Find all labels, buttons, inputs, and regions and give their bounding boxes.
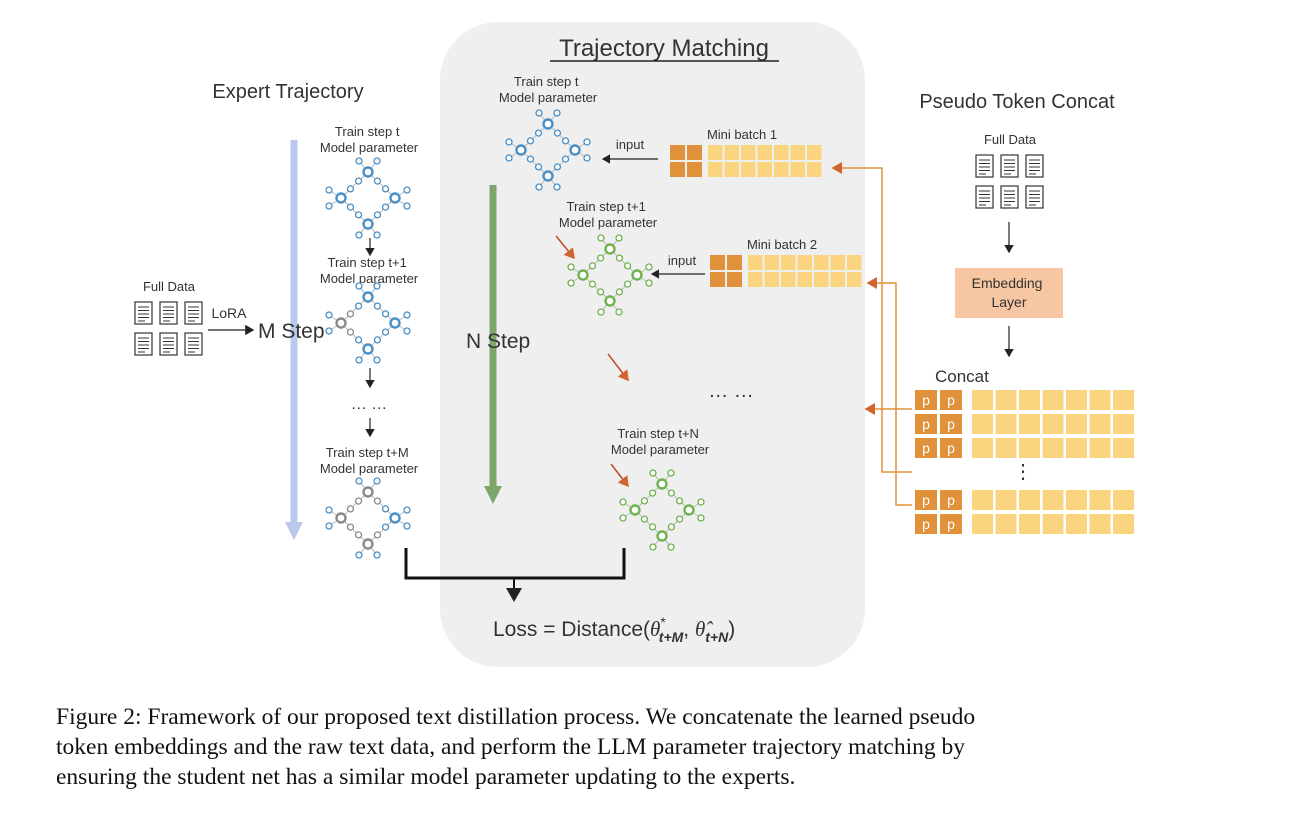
expert-network-t-icon (325, 157, 411, 239)
loss-formula: Loss = Distance(θ*t+M, θ̂t+N) (493, 614, 735, 645)
mini-batch-2-label: Mini batch 2 (747, 237, 817, 252)
expert-network-t1-icon (325, 282, 411, 364)
expert-full-data-docs (134, 301, 203, 356)
panel-title: Trajectory Matching (559, 35, 769, 62)
red-arrow-3 (610, 463, 629, 488)
student-network-t-icon (505, 109, 591, 191)
mini-batch-1-label: Mini batch 1 (707, 127, 777, 142)
svg-text:p: p (922, 440, 930, 456)
svg-text:p: p (947, 392, 955, 408)
caption-line-2: token embeddings and the raw text data, … (56, 734, 965, 760)
expert-network-tm-icon (325, 477, 411, 559)
embedding-layer-label: Embedding Layer (972, 275, 1047, 310)
framework-diagram: Trajectory Matching Expert Trajectory Fu… (134, 22, 1134, 667)
svg-text:p: p (922, 392, 930, 408)
pseudo-full-data-label: Full Data (984, 132, 1037, 147)
pseudo-token-concat-heading: Pseudo Token Concat (919, 91, 1115, 113)
m-step-label: M Step (258, 320, 325, 343)
mini-batch-1-tokens (670, 145, 822, 177)
expert-ellipsis: … … (351, 396, 387, 413)
lora-label: LoRA (211, 305, 247, 321)
student-ellipsis: … … (708, 380, 754, 402)
student-network-t1-icon (567, 234, 653, 316)
student-step-tn-label: Train step t+N Model parameter (611, 426, 710, 457)
concat-to-minibatch1-connector (831, 162, 912, 473)
student-step-t1-label: Train step t+1 Model parameter (559, 199, 658, 230)
concat-to-minibatch2-connector (866, 277, 912, 506)
m-step-arrowhead (285, 522, 303, 540)
caption-line-1: Figure 2: Framework of our proposed text… (56, 704, 976, 730)
red-arrow-2 (607, 353, 629, 382)
figure-caption: Figure 2: Framework of our proposed text… (56, 702, 1252, 792)
expert-full-data-label: Full Data (143, 279, 196, 294)
svg-text:p: p (947, 492, 955, 508)
concat-label: Concat (935, 367, 989, 386)
input-label-2: input (668, 253, 697, 268)
caption-line-3: ensuring the student net has a similar m… (56, 764, 796, 790)
input-label-1: input (616, 137, 645, 152)
expert-trajectory-heading: Expert Trajectory (212, 81, 363, 103)
svg-text:p: p (947, 516, 955, 532)
expert-step-t1-label: Train step t+1 Model parameter (320, 255, 419, 286)
student-step-t-label: Train step t Model parameter (499, 74, 598, 105)
red-arrow-1 (555, 235, 575, 260)
svg-text:p: p (947, 440, 955, 456)
trajectory-matching-panel (440, 22, 865, 667)
svg-text:p: p (922, 516, 930, 532)
n-step-arrowhead (484, 486, 502, 504)
concat-vertical-ellipsis: ⋮ (1013, 461, 1033, 483)
n-step-label: N Step (466, 330, 530, 353)
svg-text:p: p (922, 492, 930, 508)
student-network-tn-icon (619, 469, 705, 551)
embedding-layer-box (955, 268, 1063, 318)
svg-text:p: p (947, 416, 955, 432)
svg-text:p: p (922, 416, 930, 432)
expert-step-t-label: Train step t Model parameter (320, 124, 419, 155)
expert-step-tm-label: Train step t+M Model parameter (320, 445, 419, 476)
mini-batch-2-tokens (710, 255, 862, 287)
pseudo-full-data-docs (975, 154, 1044, 209)
